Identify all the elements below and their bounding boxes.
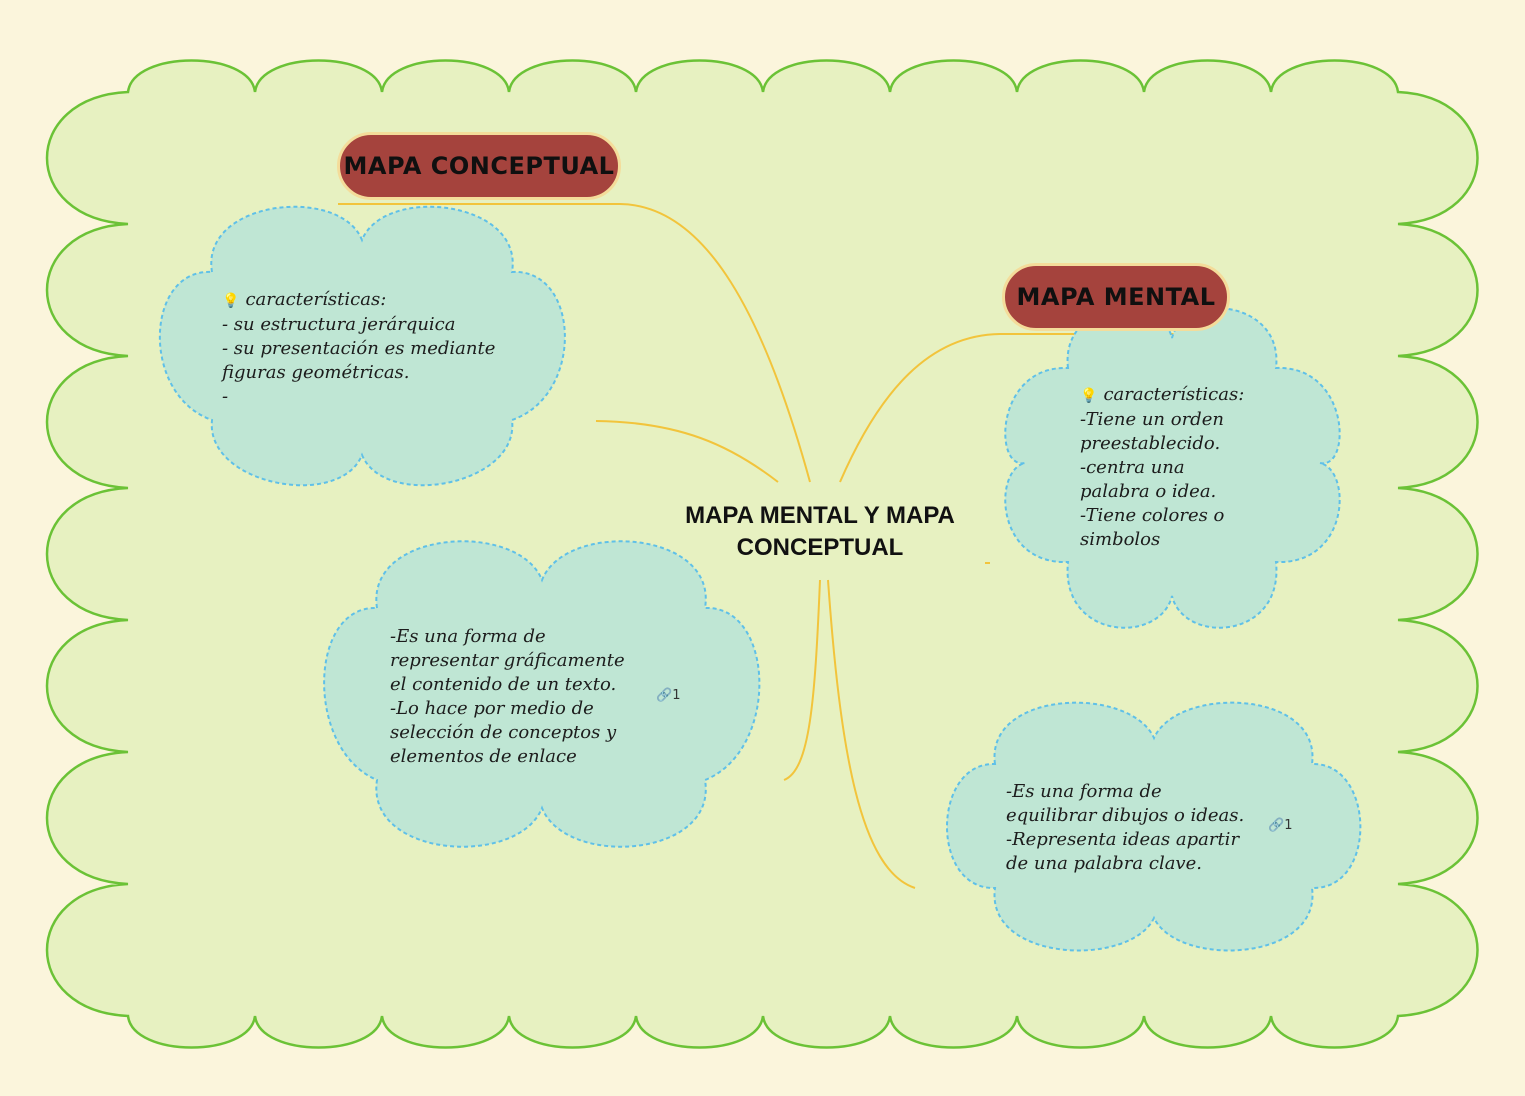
branch-line-mapa-mental xyxy=(839,333,1232,483)
branch-line-mapa-conceptual xyxy=(338,203,811,483)
features-heading-row: 💡 características: xyxy=(1080,383,1244,408)
link-count: 1 xyxy=(1284,818,1293,833)
link-icon: 🔗 xyxy=(1268,818,1285,833)
feature-line: - xyxy=(222,386,229,407)
features-heading-row: 💡 características: xyxy=(222,288,495,313)
link-count: 1 xyxy=(672,688,681,703)
feature-line: palabra o idea. xyxy=(1080,481,1217,502)
feature-line: - su estructura jerárquica xyxy=(222,314,456,335)
definition-line: elementos de enlace xyxy=(390,746,577,767)
node-mapa-conceptual-title: MAPA CONCEPTUAL xyxy=(343,152,615,180)
feature-line: preestablecido. xyxy=(1080,433,1221,454)
definition-line: representar gráficamente xyxy=(390,650,625,671)
feature-line: -Tiene un orden xyxy=(1080,409,1224,430)
feature-line: figuras geométricas. xyxy=(222,362,410,383)
cloud-mental-features xyxy=(1004,307,1341,629)
central-topic-line-1: MAPA MENTAL Y MAPA xyxy=(685,502,955,529)
node-conceptual-features[interactable]: 💡 características: - su estructura jerárq… xyxy=(222,288,495,409)
definition-line: -Lo hace por medio de xyxy=(390,698,594,719)
cloud-conceptual-features xyxy=(158,205,566,487)
lightbulb-icon: 💡 xyxy=(222,293,240,309)
feature-line: - su presentación es mediante xyxy=(222,338,496,359)
node-mapa-mental-title: MAPA MENTAL xyxy=(1016,283,1216,311)
feature-line: -Tiene colores o xyxy=(1080,505,1225,526)
feature-line: -centra una xyxy=(1080,457,1185,478)
node-mental-features[interactable]: 💡 características: -Tiene un orden preest… xyxy=(1080,383,1244,552)
link-badge-conceptual[interactable]: 🔗1 xyxy=(656,688,680,703)
central-topic[interactable]: MAPA MENTAL Y MAPA CONCEPTUAL xyxy=(660,500,980,564)
definition-line: -Es una forma de xyxy=(1006,781,1162,802)
definition-line: de una palabra clave. xyxy=(1006,853,1202,874)
node-mental-definition[interactable]: -Es una forma de equilibrar dibujos o id… xyxy=(1006,780,1244,876)
definition-line: selección de conceptos y xyxy=(390,722,617,743)
definition-line: -Representa ideas apartir xyxy=(1006,829,1240,850)
branch-line-conceptual-features xyxy=(595,420,779,483)
definition-line: -Es una forma de xyxy=(390,626,546,647)
cloud-shapes xyxy=(158,205,1362,952)
branch-line-mental-definition xyxy=(827,579,916,889)
features-heading: características: xyxy=(1103,384,1245,405)
cloud-conceptual-definition xyxy=(323,540,761,848)
definition-line: el contenido de un texto. xyxy=(390,674,617,695)
node-mapa-mental[interactable]: MAPA MENTAL xyxy=(1002,263,1230,331)
central-topic-line-2: CONCEPTUAL xyxy=(736,534,904,561)
features-heading: características: xyxy=(245,289,387,310)
link-icon: 🔗 xyxy=(656,688,673,703)
definition-line: equilibrar dibujos o ideas. xyxy=(1006,805,1245,826)
link-badge-mental[interactable]: 🔗1 xyxy=(1268,818,1292,833)
feature-line: simbolos xyxy=(1080,529,1161,550)
cloud-mental-definition xyxy=(946,701,1362,952)
lightbulb-icon: 💡 xyxy=(1080,388,1098,404)
branch-line-conceptual-definition xyxy=(783,579,821,781)
node-conceptual-definition[interactable]: -Es una forma de representar gráficament… xyxy=(390,625,625,769)
node-mapa-conceptual[interactable]: MAPA CONCEPTUAL xyxy=(337,132,621,200)
